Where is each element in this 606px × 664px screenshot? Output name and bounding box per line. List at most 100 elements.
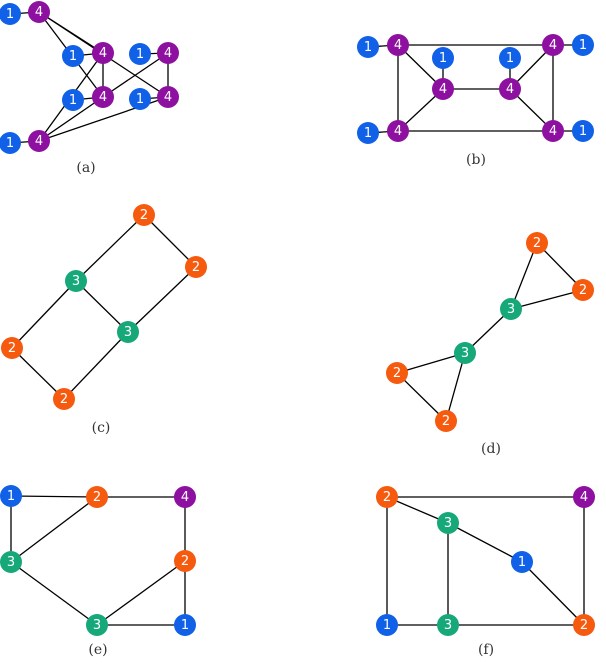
node-label: 3 <box>93 618 101 633</box>
node-label: 4 <box>549 38 557 53</box>
node-label: 1 <box>181 618 189 633</box>
node-circle <box>174 486 196 508</box>
graph-node: 1 <box>572 34 594 56</box>
node-circle <box>53 388 75 410</box>
node-label: 1 <box>579 124 587 139</box>
node-label: 4 <box>549 124 557 139</box>
graph-node: 1 <box>376 614 398 636</box>
node-circle <box>357 36 379 58</box>
captions-layer: (a) (b) (c) (d) (e) (f) <box>76 152 501 658</box>
graph-node: 3 <box>65 270 87 292</box>
graph-node: 4 <box>542 34 564 56</box>
node-label: 1 <box>364 40 372 55</box>
node-label: 3 <box>461 346 469 361</box>
node-label: 4 <box>99 46 107 61</box>
node-circle <box>129 43 151 65</box>
node-circle <box>432 78 454 100</box>
node-label: 2 <box>60 392 68 407</box>
graph-node: 4 <box>157 86 179 108</box>
graph-node: 1 <box>62 45 84 67</box>
edge <box>10 496 98 563</box>
node-circle <box>86 486 108 508</box>
node-circle <box>526 232 548 254</box>
edge <box>75 280 129 333</box>
node-circle <box>129 88 151 110</box>
graph-node: 4 <box>432 78 454 100</box>
node-circle <box>573 614 595 636</box>
node-circle <box>65 270 87 292</box>
node-label: 3 <box>444 618 452 633</box>
graph-node: 1 <box>0 3 21 25</box>
graph-node: 2 <box>386 362 408 384</box>
caption-d: (d) <box>481 441 501 457</box>
graph-node: 1 <box>0 132 21 154</box>
graph-node: 2 <box>573 614 595 636</box>
node-circle <box>1 337 23 359</box>
graph-node: 2 <box>435 410 457 432</box>
graph-node: 4 <box>28 1 50 23</box>
node-circle <box>435 410 457 432</box>
node-circle <box>92 42 114 64</box>
edge <box>11 347 65 400</box>
graph-node: 1 <box>62 89 84 111</box>
graph-node: 3 <box>500 298 522 320</box>
node-circle <box>174 550 196 572</box>
node-circle <box>572 279 594 301</box>
graph-node: 4 <box>542 120 564 142</box>
graph-node: 2 <box>572 279 594 301</box>
node-circle <box>499 47 521 69</box>
graph-node: 2 <box>174 550 196 572</box>
graph-node: 4 <box>174 486 196 508</box>
graph-node: 4 <box>573 486 595 508</box>
edge <box>10 495 98 498</box>
node-label: 1 <box>136 47 144 62</box>
caption-b: (b) <box>466 152 486 168</box>
node-label: 1 <box>136 92 144 107</box>
node-circle <box>174 614 196 636</box>
edge <box>96 560 186 626</box>
node-label: 4 <box>394 124 402 139</box>
node-circle <box>0 485 22 507</box>
graph-node: 1 <box>129 43 151 65</box>
node-label: 4 <box>35 5 43 20</box>
node-label: 3 <box>124 325 132 340</box>
graph-node: 3 <box>437 614 459 636</box>
node-label: 4 <box>580 490 588 505</box>
node-circle <box>432 47 454 69</box>
node-circle <box>357 122 379 144</box>
node-circle <box>92 86 114 108</box>
node-label: 4 <box>35 134 43 149</box>
edge <box>510 242 538 310</box>
graph-node: 1 <box>572 120 594 142</box>
graph-node: 3 <box>437 512 459 534</box>
graph-node: 4 <box>387 34 409 56</box>
node-label: 2 <box>8 341 16 356</box>
graph-node: 1 <box>357 122 379 144</box>
edge <box>445 352 466 422</box>
graph-node: 4 <box>387 120 409 142</box>
graph-node: 4 <box>92 42 114 64</box>
graph-node: 2 <box>185 256 207 278</box>
node-circle <box>572 34 594 56</box>
graph-node: 2 <box>86 486 108 508</box>
edge <box>102 52 169 98</box>
node-circle <box>62 45 84 67</box>
node-label: 1 <box>6 136 14 151</box>
node-label: 1 <box>69 93 77 108</box>
node-circle <box>0 3 21 25</box>
caption-e: (e) <box>88 642 107 658</box>
node-label: 2 <box>533 236 541 251</box>
node-label: 2 <box>580 618 588 633</box>
edge <box>447 522 523 563</box>
node-label: 2 <box>181 554 189 569</box>
node-label: 4 <box>394 38 402 53</box>
edge <box>127 266 197 333</box>
node-label: 1 <box>518 555 526 570</box>
graph-node: 2 <box>526 232 548 254</box>
graph-node: 1 <box>357 36 379 58</box>
edge <box>521 561 585 626</box>
edge <box>396 372 447 422</box>
node-circle <box>511 551 533 573</box>
node-label: 2 <box>140 208 148 223</box>
graph-node: 1 <box>499 47 521 69</box>
